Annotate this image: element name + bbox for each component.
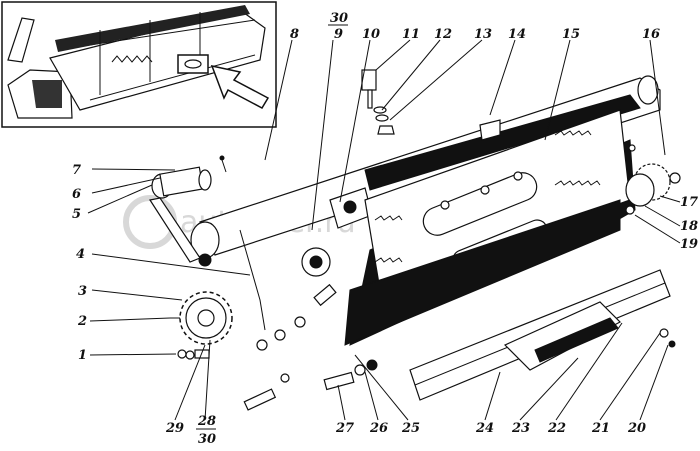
label-1: 1	[78, 348, 87, 363]
label-24: 24	[475, 421, 494, 436]
label-11: 11	[402, 27, 420, 42]
left-parts	[149, 69, 395, 411]
leader-lines	[87, 39, 681, 421]
label-28-30-num: 28	[197, 414, 216, 429]
inset-overview	[1, 1, 277, 128]
label-2: 2	[77, 314, 87, 329]
label-16: 16	[642, 27, 660, 42]
label-20: 20	[627, 421, 646, 436]
label-7: 7	[72, 163, 81, 178]
label-10: 10	[362, 27, 380, 42]
label-27: 27	[335, 421, 354, 436]
label-19: 19	[680, 237, 698, 252]
main-beam	[190, 75, 661, 267]
lower-guard	[409, 269, 676, 401]
label-15: 15	[562, 27, 580, 42]
right-sprocket	[625, 144, 681, 215]
label-8: 8	[290, 27, 299, 42]
label-18: 18	[680, 219, 698, 234]
label-30-9-den: 9	[334, 27, 343, 42]
label-6: 6	[72, 187, 81, 202]
label-22: 22	[547, 421, 566, 436]
label-5: 5	[72, 207, 81, 222]
lower-plate	[344, 199, 621, 346]
callout-labels: 7 6 5 4 3 2 1 8 30 9 10 11 12 13 14 15 1…	[72, 11, 698, 447]
label-26: 26	[369, 421, 388, 436]
label-29: 29	[165, 421, 184, 436]
label-3: 3	[78, 284, 87, 299]
label-25: 25	[401, 421, 420, 436]
label-23: 23	[511, 421, 530, 436]
label-30-9-num: 30	[330, 11, 348, 26]
label-28-30-den: 30	[198, 432, 216, 447]
label-21: 21	[591, 421, 610, 436]
label-12: 12	[434, 27, 452, 42]
label-17: 17	[680, 195, 698, 210]
label-13: 13	[474, 27, 492, 42]
label-4: 4	[76, 247, 85, 262]
label-14: 14	[508, 27, 526, 42]
